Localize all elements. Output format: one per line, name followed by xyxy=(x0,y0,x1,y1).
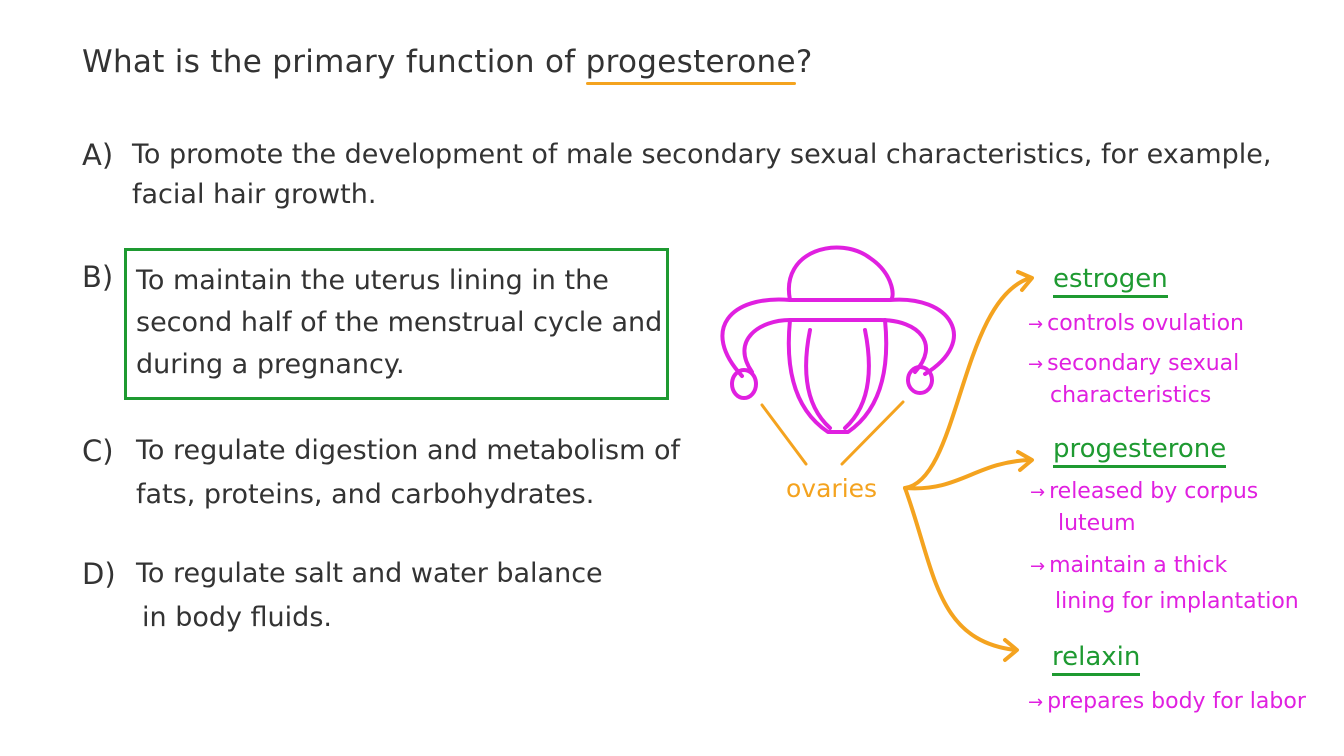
relaxin-note-1-text: prepares body for labor xyxy=(1047,689,1306,714)
fallopian-tubes-outer xyxy=(720,297,956,378)
arrow-to-estrogen xyxy=(903,276,1032,490)
arrowhead-progesterone xyxy=(1016,450,1034,472)
ovary-pointer-left xyxy=(760,403,808,466)
option-a-line2: facial hair growth. xyxy=(132,179,377,210)
ovary-right xyxy=(906,365,934,395)
hormone-relaxin-title: relaxin xyxy=(1052,642,1141,676)
question-text: What is the primary function of progeste… xyxy=(82,44,813,85)
arrowhead-estrogen xyxy=(1016,270,1034,292)
estrogen-note-2: →secondary sexual xyxy=(1028,348,1239,380)
option-b-letter: B) xyxy=(82,260,114,294)
ovary-pointer-right xyxy=(840,400,905,466)
uterus-lobe-right xyxy=(843,328,871,430)
estrogen-note-1-text: controls ovulation xyxy=(1047,311,1244,336)
note-arrow-icon: → xyxy=(1028,354,1044,375)
hormone-relaxin-name: relaxin xyxy=(1052,642,1141,676)
question-prefix: What is the primary function of xyxy=(82,44,586,80)
uterus-lobe-left xyxy=(804,328,832,430)
uterus-body xyxy=(786,318,889,434)
hormone-estrogen-title: estrogen xyxy=(1053,264,1168,298)
progesterone-note-1-text: released by corpus xyxy=(1049,479,1259,504)
option-a-line1: To promote the development of male secon… xyxy=(132,139,1272,170)
note-arrow-icon: → xyxy=(1028,692,1044,713)
question-keyword-text: progesterone xyxy=(585,44,796,80)
relaxin-note-1: →prepares body for labor xyxy=(1028,686,1306,718)
option-c-line1: To regulate digestion and metabolism of xyxy=(136,435,681,466)
question-keyword: progesterone xyxy=(585,44,796,85)
progesterone-note-2-cont: lining for implantation xyxy=(1055,589,1299,614)
progesterone-note-2-text: maintain a thick xyxy=(1049,553,1228,578)
note-arrow-icon: → xyxy=(1030,482,1046,503)
hormone-estrogen-name: estrogen xyxy=(1053,264,1168,298)
uterus-fundus xyxy=(786,245,895,302)
option-c-letter: C) xyxy=(82,434,114,468)
ovary-pointer-lines xyxy=(760,400,905,466)
note-arrow-icon: → xyxy=(1028,314,1044,335)
uterus-drawing xyxy=(720,245,956,434)
estrogen-note-1: →controls ovulation xyxy=(1028,308,1244,340)
correct-answer-box xyxy=(124,248,669,400)
option-d-letter: D) xyxy=(82,557,116,591)
option-b-line3: during a pregnancy. xyxy=(136,349,405,380)
hormone-progesterone-name: progesterone xyxy=(1053,434,1227,468)
option-d-line2: in body fluids. xyxy=(142,602,332,633)
option-c-line2: fats, proteins, and carbohydrates. xyxy=(136,479,595,510)
arrowhead-relaxin xyxy=(1003,638,1019,662)
option-b-line1: To maintain the uterus lining in the xyxy=(136,265,609,296)
option-a-letter: A) xyxy=(82,138,114,172)
arrow-to-progesterone xyxy=(903,458,1032,491)
estrogen-note-2-text: secondary sexual xyxy=(1047,351,1240,376)
question-suffix: ? xyxy=(795,44,813,80)
note-arrow-icon: → xyxy=(1030,556,1046,577)
keyword-underline xyxy=(585,82,796,85)
estrogen-note-2-cont: characteristics xyxy=(1050,383,1212,408)
hormone-progesterone-title: progesterone xyxy=(1053,434,1227,468)
arrow-to-relaxin xyxy=(903,486,1017,652)
progesterone-note-2: →maintain a thick xyxy=(1030,550,1227,582)
progesterone-note-1-cont: luteum xyxy=(1058,511,1136,536)
option-d-line1: To regulate salt and water balance xyxy=(136,558,603,589)
option-b-line2: second half of the menstrual cycle and xyxy=(136,307,663,338)
ovaries-label: ovaries xyxy=(786,474,878,503)
progesterone-note-1: →released by corpus xyxy=(1030,476,1258,508)
ovary-left xyxy=(730,368,758,400)
hormone-arrows xyxy=(903,270,1034,662)
fallopian-tubes-inner xyxy=(742,318,928,374)
